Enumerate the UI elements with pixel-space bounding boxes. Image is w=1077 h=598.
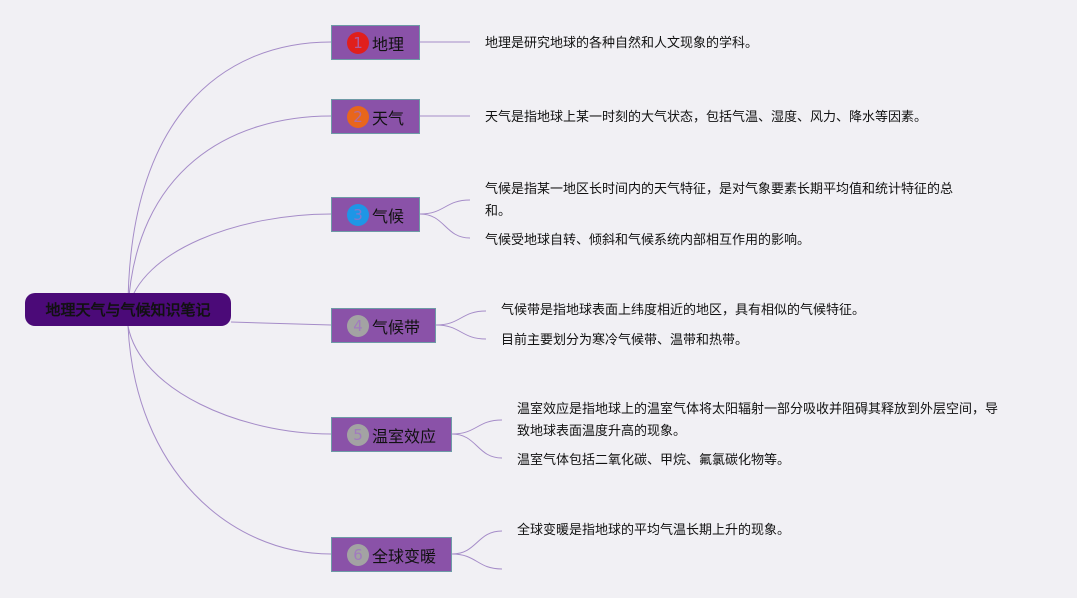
root-topic[interactable]: 地理天气与气候知识笔记: [25, 293, 231, 326]
topic-greenhouse-effect[interactable]: 5 温室效应: [331, 417, 452, 452]
note[interactable]: 温室气体包括二氧化碳、甲烷、氟氯碳化物等。: [517, 453, 791, 468]
topic-label: 气候带: [371, 317, 420, 337]
priority-2-icon: 2: [346, 105, 369, 128]
topic-label: 地理: [371, 34, 404, 54]
root-label: 地理天气与气候知识笔记: [45, 301, 211, 319]
topic-global-warming[interactable]: 6 全球变暖: [331, 537, 452, 572]
note[interactable]: 气候带是指地球表面上纬度相近的地区，具有相似的气候特征。: [501, 303, 866, 318]
topic-climate[interactable]: 3 气候: [331, 197, 420, 232]
priority-4-icon: 4: [346, 314, 369, 337]
priority-1-icon: 1: [346, 31, 369, 54]
note[interactable]: 温室效应是指地球上的温室气体将太阳辐射一部分吸收并阻碍其释放到外层空间，导致地球…: [517, 402, 999, 439]
topic-label: 温室效应: [371, 426, 436, 446]
note[interactable]: 目前主要划分为寒冷气候带、温带和热带。: [501, 333, 749, 348]
note[interactable]: 地理是研究地球的各种自然和人文现象的学科。: [485, 36, 759, 51]
topic-label: 天气: [371, 108, 404, 128]
note[interactable]: 天气是指地球上某一时刻的大气状态，包括气温、湿度、风力、降水等因素。: [485, 110, 928, 125]
topic-label: 气候: [371, 206, 404, 226]
note[interactable]: 气候是指某一地区长时间内的天气特征，是对气象要素长期平均值和统计特征的总和。: [485, 182, 954, 219]
topic-weather[interactable]: 2 天气: [331, 99, 420, 134]
topic-geography[interactable]: 1 地理: [331, 25, 420, 60]
priority-5-icon: 5: [346, 423, 369, 446]
note[interactable]: 全球变暖是指地球的平均气温长期上升的现象。: [517, 523, 791, 538]
priority-6-icon: 6: [346, 543, 369, 566]
topic-label: 全球变暖: [371, 546, 436, 566]
note[interactable]: 气候受地球自转、倾斜和气候系统内部相互作用的影响。: [485, 233, 811, 248]
topic-climate-zone[interactable]: 4 气候带: [331, 308, 436, 343]
priority-3-icon: 3: [346, 203, 369, 226]
